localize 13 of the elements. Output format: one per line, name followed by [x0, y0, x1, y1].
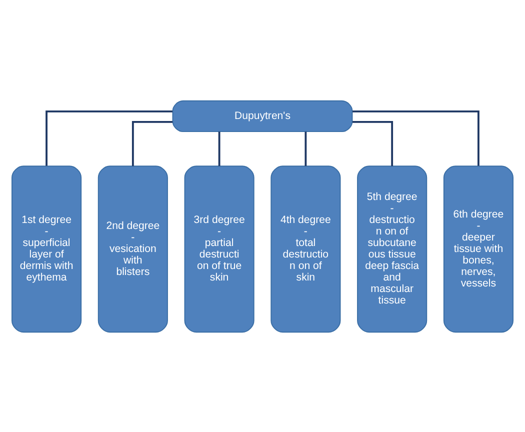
connector: [218, 131, 220, 166]
node-box: 6th degree - deeper tissue with bones, nerves, vessels: [443, 165, 514, 332]
node-box: 2nd degree - vesication with blisters: [98, 165, 168, 332]
connector: [46, 110, 172, 166]
node-box: 5th degree - destructio n on of subcutane ous tissue deep fascia and mascular tissue: [357, 165, 428, 332]
node-box: Dupuytren's: [172, 100, 353, 132]
node-box: 3rd degree - partial destructi on of true skin: [184, 165, 254, 332]
node-box: 4th degree - total destructio n on of skin: [270, 165, 341, 332]
connector: [304, 131, 307, 166]
connector: [352, 120, 394, 166]
connector: [132, 120, 172, 166]
connector: [352, 110, 480, 166]
node-box: 1st degree - superficial layer of dermis with eythema: [12, 165, 82, 332]
